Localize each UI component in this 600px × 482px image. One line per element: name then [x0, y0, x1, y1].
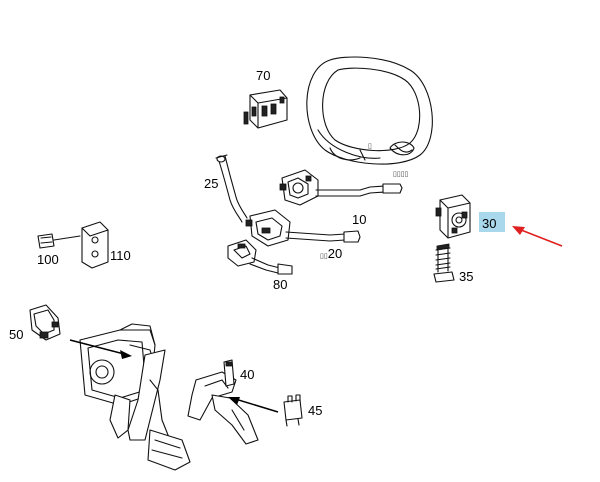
callout-45: 45	[308, 403, 322, 418]
stop-lamp-switch-45-icon[interactable]	[283, 394, 303, 427]
callout-110: 110	[110, 248, 131, 263]
accelerator-pedal-icon[interactable]	[187, 371, 259, 445]
combination-switch-10-icon[interactable]	[279, 169, 403, 206]
callout-70: 70	[256, 68, 270, 83]
svg-text:▯: ▯	[368, 143, 372, 150]
bolt-100-icon[interactable]	[37, 233, 81, 249]
cruise-lever-20-icon[interactable]	[245, 209, 361, 247]
svg-text:▯▯▯▯: ▯▯▯▯	[393, 171, 409, 178]
pointer-arrow-right-icon	[228, 397, 279, 413]
brake-pedal-assembly-icon[interactable]	[79, 323, 191, 471]
connector-50-icon[interactable]	[29, 304, 61, 341]
lever-80-icon[interactable]	[227, 239, 293, 275]
small-marks: ▯ ▯▯▯▯	[368, 143, 409, 178]
callout-35: 35	[459, 269, 473, 284]
clock-spring-30-icon[interactable]	[435, 194, 471, 239]
pointer-arrow-left-icon	[69, 339, 132, 359]
callout-40: 40	[240, 367, 254, 382]
callout-25: 25	[204, 176, 218, 191]
callout-20: ▯▯20	[320, 246, 342, 261]
lever-25-icon[interactable]	[215, 154, 248, 223]
spring-bolt-35-icon[interactable]	[433, 243, 455, 283]
switch-block-70-icon[interactable]	[243, 89, 288, 129]
pointer-arrow-icon	[512, 226, 563, 247]
callout-100: 100	[37, 252, 59, 267]
callout-50: 50	[9, 327, 23, 342]
callout-80: 80	[273, 277, 287, 292]
callout-10: 10	[352, 212, 366, 227]
switch-40-icon[interactable]	[223, 359, 235, 387]
bracket-110-icon[interactable]	[81, 221, 109, 269]
callout-30: 30	[482, 216, 496, 231]
highlight-box-30	[479, 212, 505, 232]
steering-wheel-icon[interactable]	[306, 56, 433, 165]
